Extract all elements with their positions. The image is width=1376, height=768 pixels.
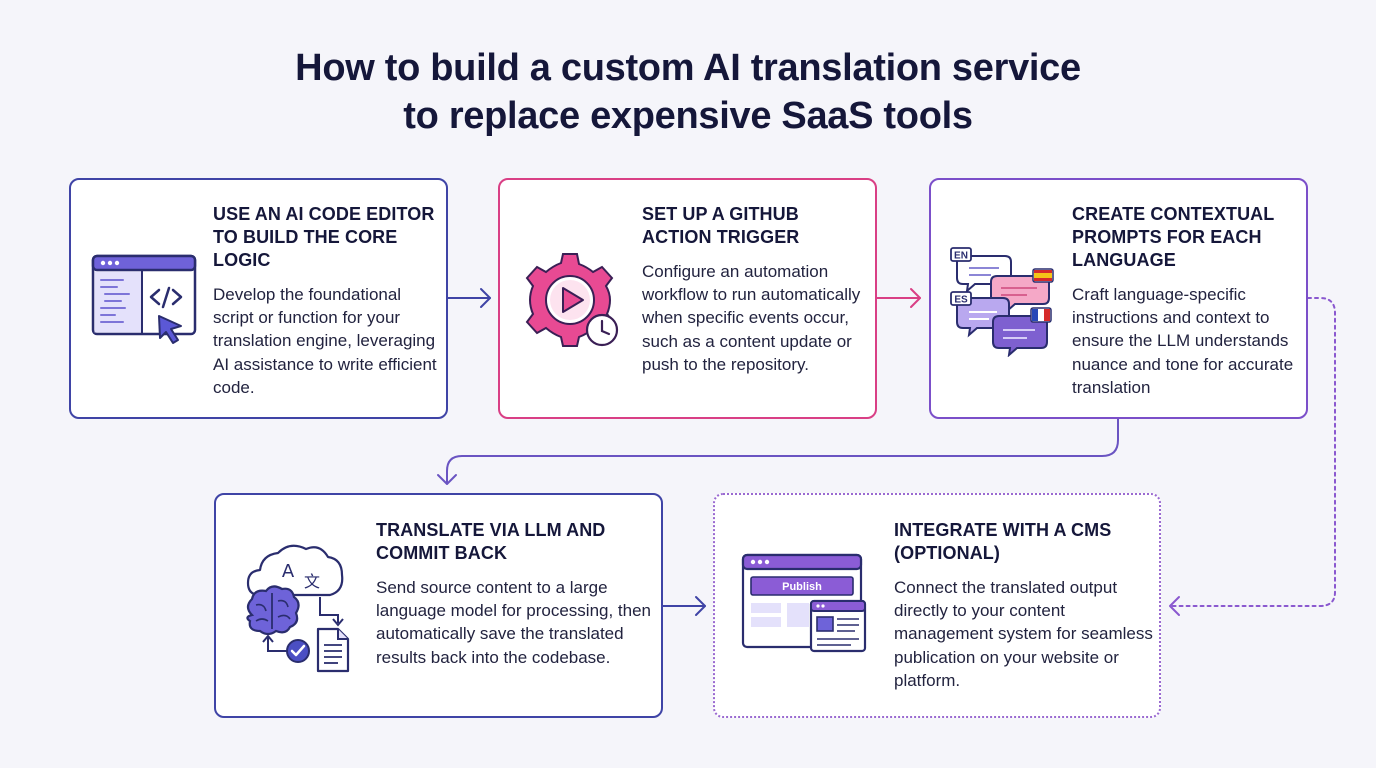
- arrow-step3-to-step5: [1169, 297, 1336, 616]
- step-2-description: Configure an automation workflow to run …: [642, 262, 861, 374]
- step-2-heading: SET UP A GITHUB ACTION TRIGGER: [642, 204, 800, 247]
- page-title: How to build a custom AI translation ser…: [0, 44, 1376, 140]
- arrow-step4-to-step5: [662, 596, 706, 616]
- cms-publish-icon: Publish: [741, 553, 867, 653]
- brain-translate-icon: A 文: [246, 544, 350, 673]
- language-chat-bubbles-icon: EN ES: [950, 247, 1054, 357]
- step-3-description: Craft language-specific instructions and…: [1072, 285, 1294, 397]
- brain-shape: [246, 585, 300, 636]
- title-line-1: How to build a custom AI translation ser…: [295, 47, 1081, 89]
- glyph-wen: 文: [304, 572, 320, 591]
- code-editor-icon: [91, 254, 197, 344]
- step-5-description: Connect the translated output directly t…: [894, 578, 1153, 690]
- step-1-heading: USE AN AI CODE EDITOR TO BUILD THE CORE …: [213, 204, 435, 270]
- publish-button: [750, 576, 854, 596]
- arrow-step3-to-step4: [437, 418, 1119, 485]
- step-3-heading: CREATE CONTEXTUAL PROMPTS FOR EACH LANGU…: [1072, 204, 1275, 270]
- step-5-heading: INTEGRATE WITH A CMS (OPTIONAL): [894, 520, 1112, 563]
- es-label: ES: [954, 295, 968, 306]
- en-label: EN: [954, 251, 968, 262]
- step-card-2: SET UP A GITHUB ACTION TRIGGER Configure…: [498, 178, 877, 419]
- gear-play-clock-icon: [525, 253, 619, 347]
- step-card-1: USE AN AI CODE EDITOR TO BUILD THE CORE …: [69, 178, 448, 419]
- title-line-2: to replace expensive SaaS tools: [403, 95, 973, 137]
- step-card-4: A 文 TRANSLATE VIA LLM AND COMMIT BACK Se…: [214, 493, 663, 718]
- step-card-3: EN ES CREATE CONTEXTUAL PROMPTS FOR EACH…: [929, 178, 1308, 419]
- step-4-heading: TRANSLATE VIA LLM AND COMMIT BACK: [376, 520, 606, 563]
- publish-button-label: Publish: [782, 581, 822, 593]
- step-4-description: Send source content to a large language …: [376, 578, 652, 667]
- step-card-5: Publish INTEGRATE WITH A CMS (OPTIONAL) …: [713, 493, 1161, 718]
- step-1-description: Develop the foundational script or funct…: [213, 285, 437, 397]
- glyph-a: A: [282, 561, 295, 582]
- arrow-step1-to-step2: [447, 288, 491, 308]
- arrow-step2-to-step3: [876, 288, 921, 308]
